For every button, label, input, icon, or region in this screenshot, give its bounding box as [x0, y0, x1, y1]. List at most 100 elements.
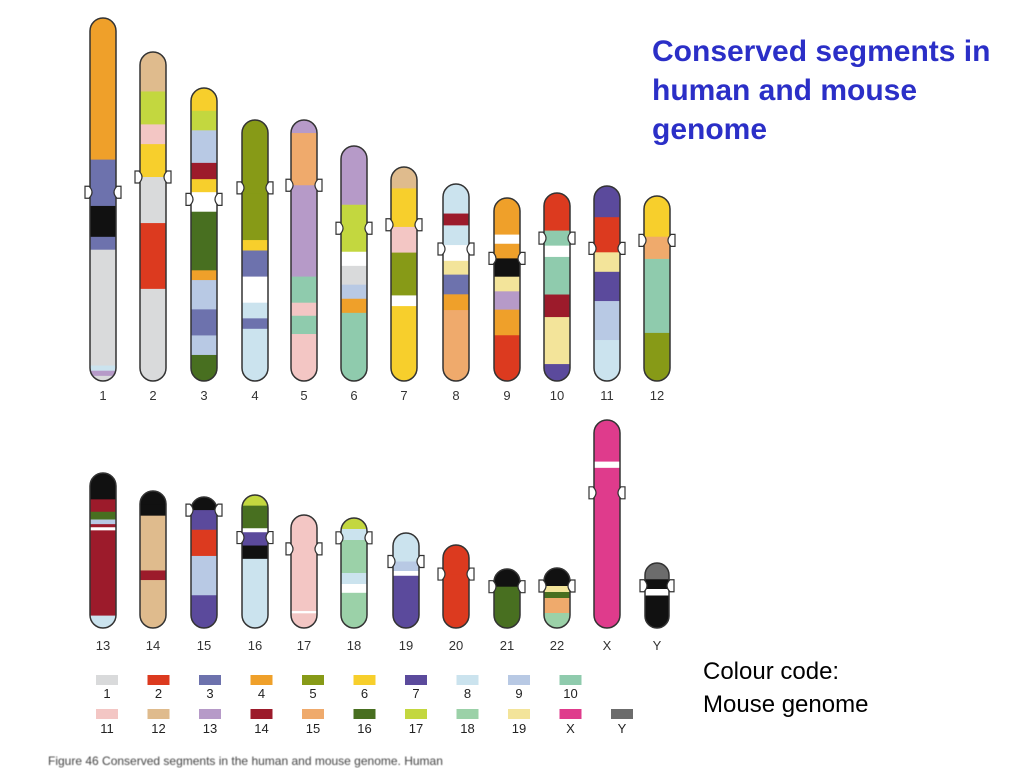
centromere-10	[567, 231, 576, 245]
segment-3-7	[191, 270, 217, 281]
segment-4-2	[242, 240, 268, 251]
segment-18-1	[341, 529, 367, 541]
chromosome-label-13: 13	[96, 638, 110, 653]
segment-15-1	[191, 510, 217, 531]
segment-9-2	[494, 243, 520, 259]
chromosome-10	[538, 192, 576, 382]
legend-label-14: 14	[254, 721, 268, 736]
segment-18-0	[341, 518, 367, 530]
chromosome-1	[84, 17, 122, 382]
centromere-7	[385, 218, 394, 232]
segment-18-4	[341, 584, 367, 594]
segment-11-0	[594, 186, 620, 218]
segment-22-4	[544, 613, 570, 628]
segment-6-3	[341, 265, 367, 286]
segment-20-1	[443, 574, 469, 628]
segment-18-2	[341, 540, 367, 574]
segment-11-2	[594, 252, 620, 273]
segment-7-0	[391, 167, 417, 189]
segment-13-7	[90, 530, 116, 617]
chromosome-21	[488, 568, 526, 629]
segment-9-1	[494, 234, 520, 245]
legend-label-12: 12	[151, 721, 165, 736]
centromere-19	[387, 554, 396, 569]
segment-6-0	[341, 146, 367, 206]
centromere-X	[617, 486, 626, 500]
segment-13-8	[90, 615, 116, 628]
segment-8-2	[443, 225, 469, 246]
centromere-11	[617, 241, 626, 255]
legend-swatch-11	[96, 709, 118, 719]
segment-3-2	[191, 130, 217, 164]
legend-swatch-12	[147, 709, 170, 719]
segment-18-5	[341, 592, 367, 628]
chromosome-14	[139, 490, 167, 629]
segment-14-4	[140, 580, 166, 628]
segment-8-5	[443, 274, 469, 295]
chromosome-13	[89, 472, 117, 629]
segment-X-1	[594, 461, 620, 469]
legend-label-11: 11	[100, 721, 114, 736]
segment-6-5	[341, 298, 367, 314]
segment-21-0	[494, 569, 520, 588]
segment-13-1	[90, 488, 116, 500]
chromosome-2	[134, 51, 172, 382]
centromere-12	[667, 233, 676, 247]
legend-label-X: X	[566, 721, 575, 736]
legend-label-9: 9	[515, 686, 522, 701]
chromosome-9	[488, 197, 526, 382]
segment-13-2	[90, 499, 116, 513]
segment-13-5	[90, 524, 116, 528]
segment-10-5	[544, 317, 570, 365]
centromere-1	[113, 185, 122, 199]
segment-4-1	[242, 193, 268, 241]
segment-17-1	[291, 548, 317, 612]
centromere-16	[236, 530, 245, 545]
centromere-9	[488, 251, 497, 265]
chromosome-label-11: 11	[600, 388, 614, 403]
centromere-3	[214, 192, 223, 206]
segment-21-1	[494, 586, 520, 628]
legend-swatch-16	[353, 709, 376, 719]
segment-7-1	[391, 188, 417, 228]
chromosome-label-10: 10	[550, 388, 564, 403]
legend-label-19: 19	[512, 721, 526, 736]
segment-12-3	[644, 332, 670, 381]
segment-4-5	[242, 302, 268, 319]
centromere-21	[488, 580, 497, 594]
legend-label-15: 15	[306, 721, 320, 736]
segment-6-6	[341, 312, 367, 381]
segment-4-0	[242, 120, 268, 194]
segment-22-2	[544, 592, 570, 599]
legend-swatch-8	[456, 675, 479, 685]
segment-15-2	[191, 529, 217, 557]
segment-9-6	[494, 309, 520, 336]
segment-20-0	[443, 545, 469, 575]
legend-label-3: 3	[206, 686, 213, 701]
centromere-15	[185, 503, 194, 517]
segment-4-6	[242, 318, 268, 330]
segment-18-3	[341, 573, 367, 585]
segment-10-3	[544, 256, 570, 296]
chromosome-18	[335, 517, 373, 629]
centromere-17	[285, 542, 294, 556]
segment-13-3	[90, 511, 116, 520]
segment-Y-0	[645, 563, 669, 580]
centromere-Y	[639, 579, 648, 593]
chromosome-label-X: X	[603, 638, 612, 653]
segment-1-4	[90, 249, 116, 367]
segment-3-4	[191, 179, 217, 193]
legend-swatch-15	[302, 709, 324, 719]
centromere-Y	[666, 579, 675, 593]
segment-7-2	[391, 226, 417, 254]
segment-15-0	[191, 497, 217, 511]
segment-22-0	[544, 568, 570, 587]
segment-1-2	[90, 205, 116, 238]
segment-14-2	[140, 515, 166, 571]
segment-4-3	[242, 250, 268, 278]
legend-swatch-4	[250, 675, 273, 685]
chromosome-19	[387, 532, 425, 629]
chromosome-label-16: 16	[248, 638, 262, 653]
segment-22-3	[544, 598, 570, 614]
